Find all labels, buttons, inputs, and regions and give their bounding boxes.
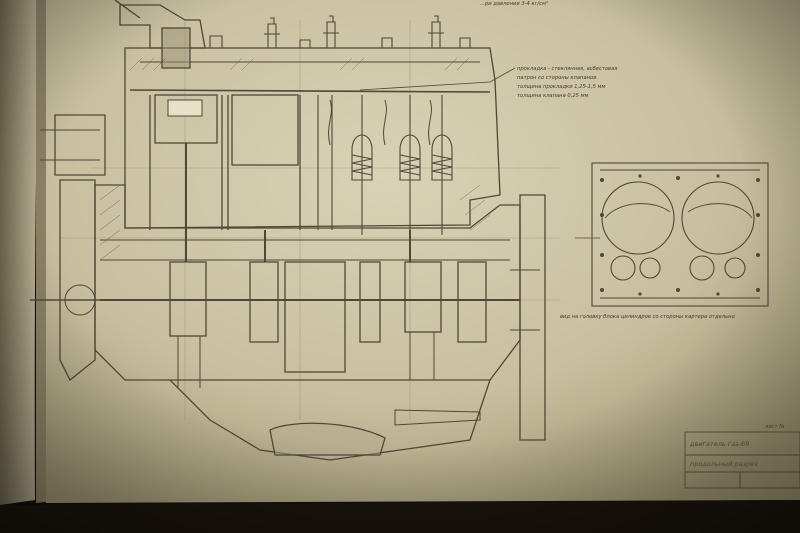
- bottom-shadow: [0, 500, 800, 533]
- title-line-2: продольный разрез: [690, 460, 758, 468]
- top-note: ...ри давлении 3-4 кг/см²: [480, 1, 548, 7]
- callout-line-3: толщина прокладки 1,25-1,5 мм: [517, 84, 605, 90]
- sheet-label: лист №: [764, 424, 785, 430]
- left-page-edge: [0, 0, 40, 505]
- callout-line-4: толщина клапана 0,25 мм: [517, 93, 589, 99]
- title-line-1: двигатель газ-69: [689, 440, 749, 448]
- callout-line-2: патрон со стороны клапанов: [517, 75, 596, 81]
- view-caption: вид на головку блока цилиндров со сторон…: [560, 314, 735, 320]
- paper-sheet: [46, 0, 800, 503]
- callout-text: прокладка - стеклянная, асбестовая патро…: [517, 66, 617, 99]
- callout-line-1: прокладка - стеклянная, асбестовая: [517, 66, 617, 72]
- carburetor-block: [161, 27, 191, 69]
